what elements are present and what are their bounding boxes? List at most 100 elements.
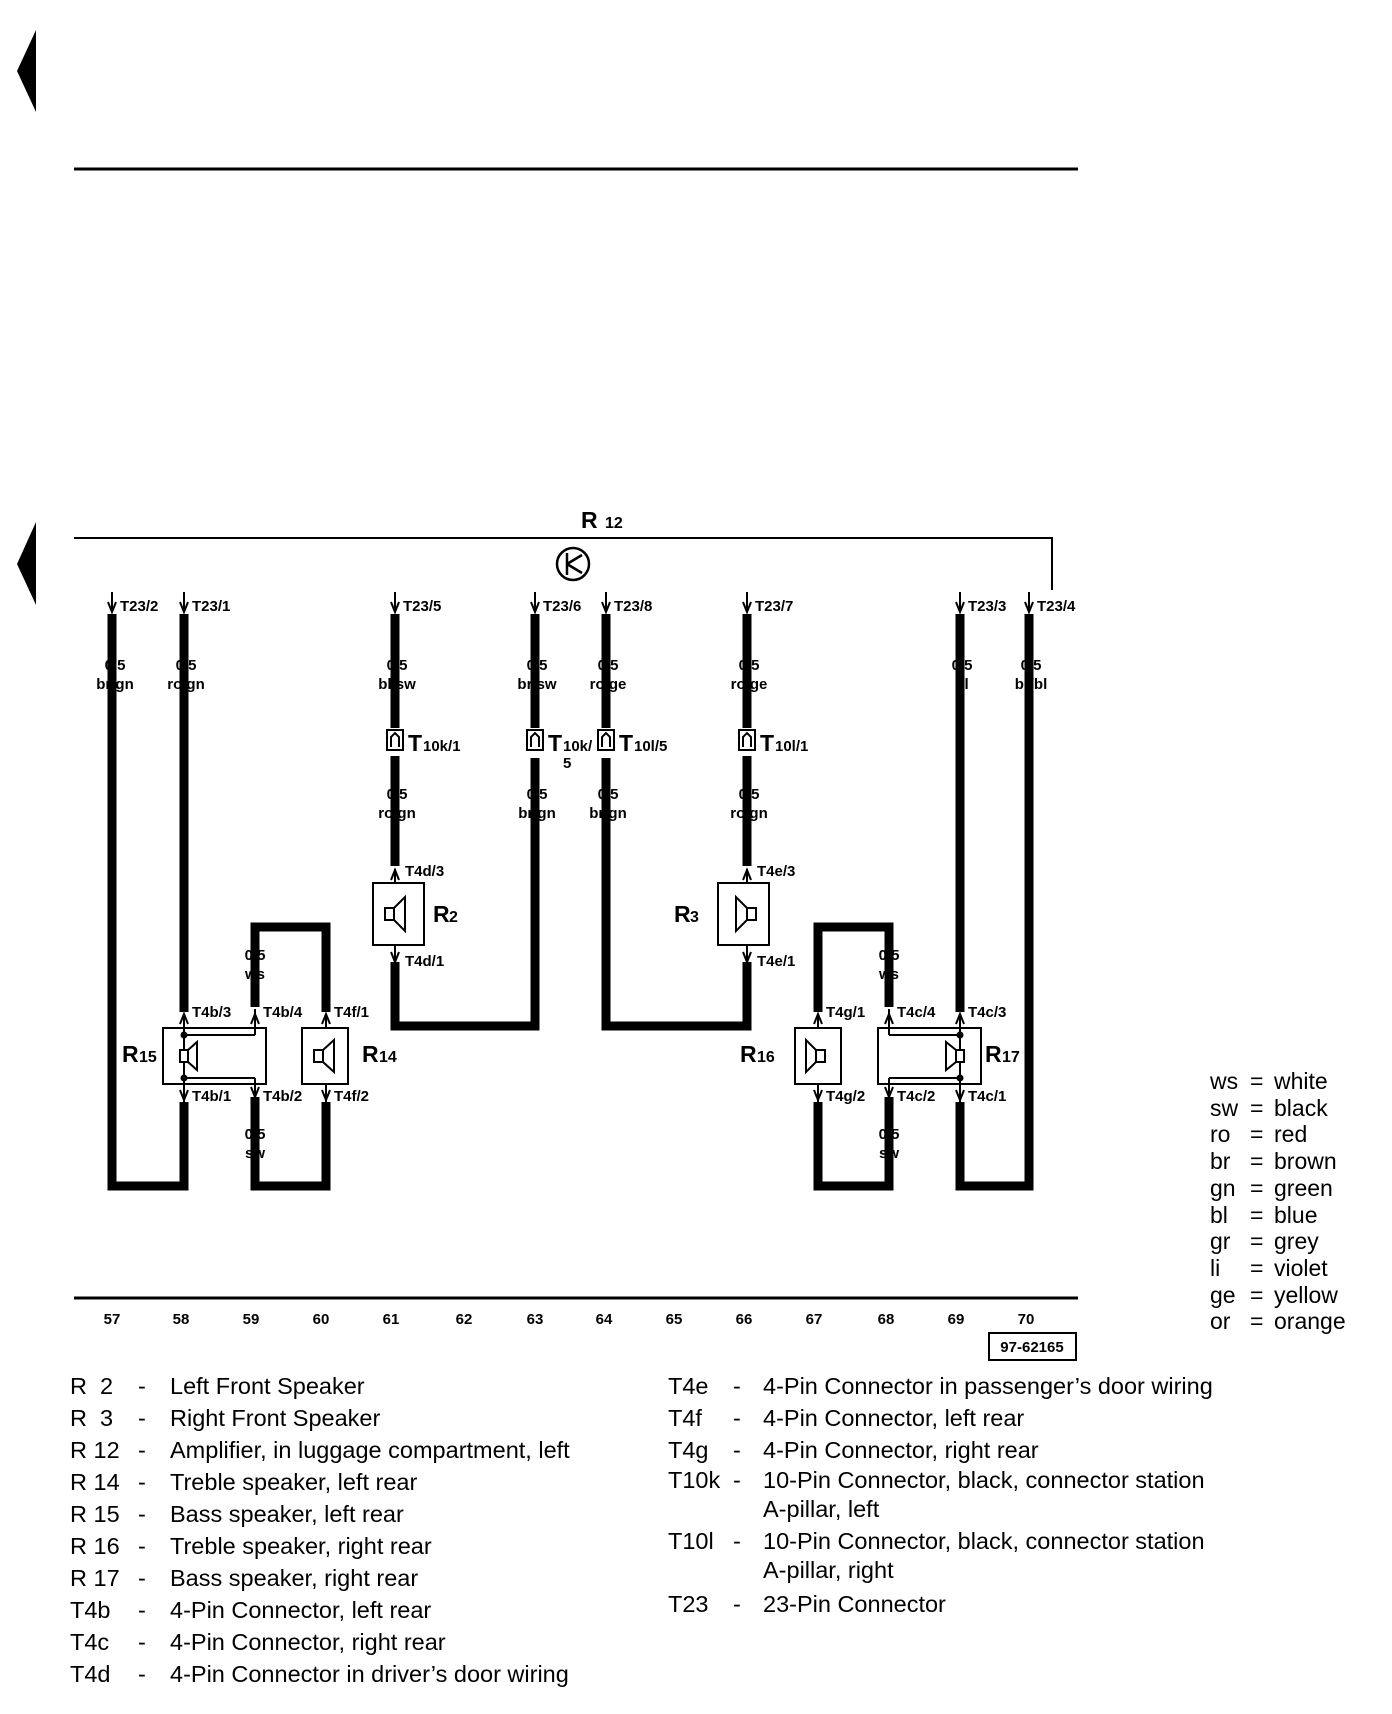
svg-text:br/gn: br/gn [589,805,627,822]
svg-text:10k/: 10k/ [563,738,593,755]
svg-text:T: T [548,730,562,756]
svg-text:0,5: 0,5 [739,786,760,803]
component-list-right: T4e-4-Pin Connector in passenger’s door … [668,1370,1213,1620]
svg-text:ro/ge: ro/ge [590,676,627,693]
svg-text:T23/5: T23/5 [403,598,441,615]
svg-text:br/gn: br/gn [96,676,134,693]
svg-text:0,5: 0,5 [879,947,900,964]
svg-text:3: 3 [690,909,699,926]
lower-wire-labels: 0,5ro/gn 0,5br/gn 0,5br/gn 0,5ro/gn [378,786,768,822]
svg-text:R: R [122,1041,139,1067]
amp-pin-t23-7: T23/7 [742,592,793,615]
svg-text:97-62165: 97-62165 [1000,1339,1063,1356]
svg-text:R: R [740,1041,757,1067]
svg-text:T23/8: T23/8 [614,598,652,615]
svg-text:0,5: 0,5 [387,657,408,674]
svg-text:T23/1: T23/1 [192,598,230,615]
svg-text:T: T [408,730,422,756]
svg-text:2: 2 [449,909,458,926]
component-row: T4g-4-Pin Connector, right rear [668,1437,1039,1463]
svg-text:R: R [674,901,691,927]
svg-text:T23/6: T23/6 [543,598,581,615]
reference-box: 97-62165 [988,1332,1077,1361]
svg-text:0,5: 0,5 [952,657,973,674]
svg-text:sw: sw [879,1145,899,1162]
svg-text:T4b/4: T4b/4 [263,1004,303,1021]
component-row: T23-23-Pin Connector [668,1591,946,1617]
svg-text:ws: ws [244,966,265,983]
svg-text:T: T [760,730,774,756]
svg-text:ro/gn: ro/gn [167,676,205,693]
svg-text:br/sw: br/sw [517,676,557,693]
component-row: R 14-Treble speaker, left rear [70,1469,418,1495]
svg-text:0,5: 0,5 [176,657,197,674]
wire-color-legend: ws=white sw=black ro=red br=brown gn=gre… [1210,1068,1346,1335]
component-list-left: R 2-Left Front Speaker R 3-Right Front S… [70,1370,570,1690]
svg-text:sw: sw [245,1145,265,1162]
svg-text:10k/1: 10k/1 [423,738,461,755]
component-row: R 17-Bass speaker, right rear [70,1565,419,1591]
legend-row: gn=green [1210,1174,1333,1201]
svg-text:70: 70 [1018,1311,1035,1328]
svg-text:58: 58 [173,1311,190,1328]
svg-text:T4c/4: T4c/4 [897,1004,936,1021]
svg-text:R: R [362,1041,379,1067]
legend-row: ro=red [1210,1121,1308,1148]
svg-text:br/gn: br/gn [518,805,556,822]
amplifier-label: R [581,507,598,533]
svg-text:0,5: 0,5 [527,786,548,803]
svg-text:0,5: 0,5 [245,1126,266,1143]
wire-r14-bottom [250,1097,331,1191]
svg-text:0,5: 0,5 [105,657,126,674]
component-row: T4e-4-Pin Connector in passenger’s door … [668,1373,1213,1399]
svg-text:5: 5 [563,755,571,772]
svg-text:ro/ge: ro/ge [731,676,768,693]
svg-text:bl/sw: bl/sw [378,676,416,693]
svg-text:62: 62 [456,1311,473,1328]
svg-text:T4g/1: T4g/1 [826,1004,865,1021]
svg-text:65: 65 [666,1311,683,1328]
component-row: R 16-Treble speaker, right rear [70,1533,432,1559]
amplifier-symbol-icon [555,546,591,582]
svg-text:60: 60 [313,1311,330,1328]
legend-row: ws=white [1210,1068,1328,1094]
svg-text:64: 64 [596,1311,613,1328]
component-row: T4f-4-Pin Connector, left rear [668,1405,1025,1431]
svg-text:61: 61 [383,1311,400,1328]
component-row: T4b-4-Pin Connector, left rear [70,1597,432,1623]
svg-text:T4d/3: T4d/3 [405,863,444,880]
svg-text:0,5: 0,5 [245,947,266,964]
svg-text:69: 69 [948,1311,965,1328]
svg-text:15: 15 [139,1049,157,1066]
svg-text:ro/gn: ro/gn [378,805,416,822]
amp-pin-t23-1: T23/1 [179,592,230,615]
svg-text:br/bl: br/bl [1015,676,1048,693]
svg-text:T4b/3: T4b/3 [192,1004,231,1021]
svg-text:T4f/2: T4f/2 [334,1088,369,1105]
amp-pin-t23-3: T23/3 [955,592,1006,615]
svg-text:67: 67 [806,1311,823,1328]
upper-wire-labels: 0,5 br/gn 0,5 ro/gn 0,5 bl/sw 0,5 br/sw 0,5 r… [96,657,1047,693]
svg-text:ro/gn: ro/gn [730,805,768,822]
svg-text:14: 14 [379,1049,397,1066]
component-row: R 3-Right Front Speaker [70,1405,381,1431]
amplifier-number: 12 [605,515,623,532]
component-row: R 2-Left Front Speaker [70,1373,365,1399]
amp-pin-t23-4: T23/4 [1024,592,1076,615]
legend-row: sw=black [1210,1094,1328,1121]
svg-text:0,5: 0,5 [739,657,760,674]
svg-text:T4c/1: T4c/1 [968,1088,1006,1105]
amp-pin-t23-2: T23/2 [107,592,158,615]
component-row: R 12-Amplifier, in luggage compartment, … [70,1437,570,1463]
svg-text:T23/7: T23/7 [755,598,793,615]
